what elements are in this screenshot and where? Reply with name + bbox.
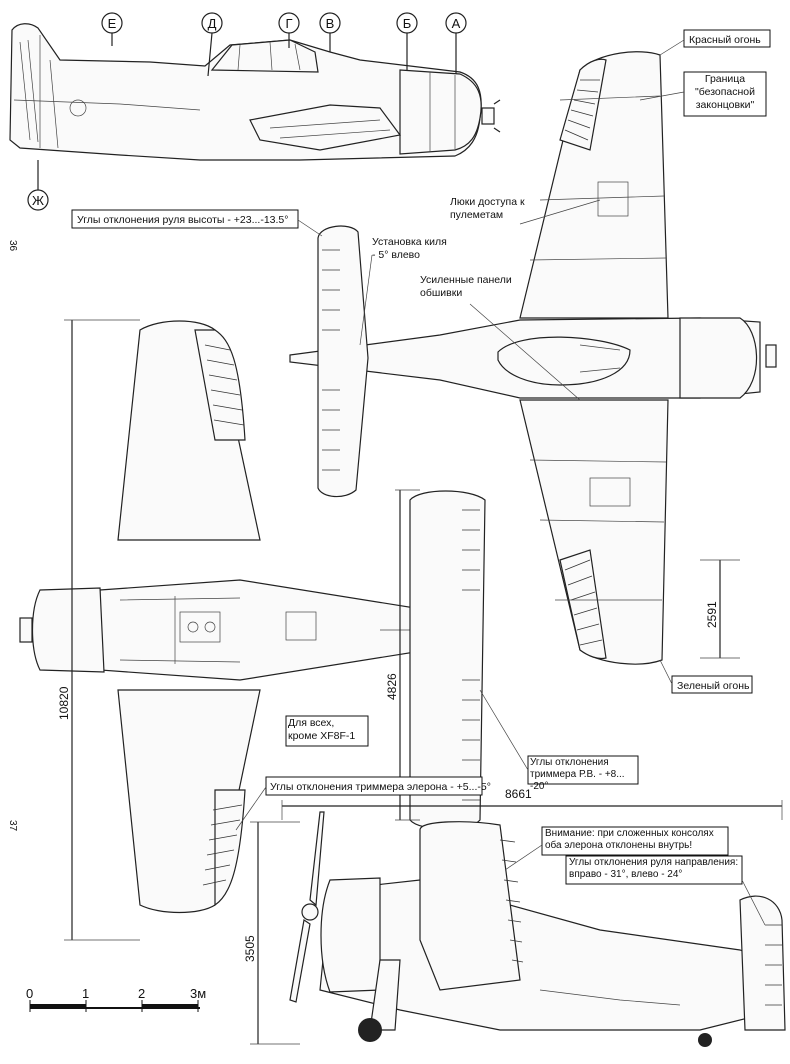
green-light-label: Зеленый огонь <box>677 680 750 692</box>
elevator-label: Углы отклонения руля высоты - +23...-13.… <box>77 214 288 226</box>
top-cowling <box>679 317 758 399</box>
safe-tip-label: Граница "безопасной законцовки" <box>694 73 756 111</box>
side-view <box>9 23 501 161</box>
top-gun-hatch <box>597 181 629 217</box>
callouts: Красный огонь Граница "безопасной законц… <box>71 29 771 926</box>
all-except-box <box>285 715 369 747</box>
folded-tail <box>739 895 786 1031</box>
side-cowling <box>399 69 482 155</box>
elevator-box <box>71 209 299 229</box>
top-stabilizer <box>317 225 369 498</box>
station-markers: Е Д Г В Б А Ж <box>27 12 467 211</box>
tail-span-value: 4826 <box>385 673 399 700</box>
red-light-box <box>683 29 771 48</box>
page-number-upper: 36 <box>7 240 18 252</box>
page-number-lower: 37 <box>7 820 18 832</box>
folded-wing <box>419 821 521 991</box>
fin-offset-label: Установка киля - 5° влево <box>372 236 447 261</box>
svg-text:Г: Г <box>285 16 292 31</box>
green-light-box <box>671 675 753 694</box>
tail-wheel <box>698 1033 712 1047</box>
plan-cowling <box>31 587 105 673</box>
plan-prop-hub <box>19 617 33 643</box>
side-wing <box>249 104 402 151</box>
elevator-trim-label: Углы отклонения триммера Р.В. - +8... -2… <box>530 757 625 792</box>
scale-bar: 0 1 2 3м <box>26 986 206 1012</box>
station-marker: Б <box>396 12 418 70</box>
half-span-value: 2591 <box>705 601 719 628</box>
folded-warning-label: Внимание: при сложенных консолях оба эле… <box>545 828 714 851</box>
wingspan-value: 10820 <box>57 686 71 720</box>
rudder-box <box>565 855 743 885</box>
red-light-label: Красный огонь <box>689 34 761 46</box>
svg-text:В: В <box>326 16 335 31</box>
station-marker: Ж <box>27 160 49 211</box>
scale-label: 2 <box>138 986 145 1001</box>
aileron-trim-box <box>265 776 483 796</box>
scale-label: 1 <box>82 986 89 1001</box>
main-wheel <box>358 1018 382 1042</box>
folded-warning-box <box>541 826 729 856</box>
side-prop-hub <box>481 107 495 125</box>
top-canopy <box>497 336 631 386</box>
safe-tip-box <box>683 71 767 117</box>
svg-text:Е: Е <box>108 16 117 31</box>
station-marker: А <box>445 12 467 74</box>
station-marker: Д <box>201 12 223 77</box>
svg-text:Д: Д <box>208 16 217 31</box>
top-view <box>289 51 777 665</box>
length-value: 8661 <box>505 787 532 801</box>
station-marker: Г <box>278 12 300 48</box>
top-prop-hub <box>765 344 777 368</box>
propeller-blade <box>309 811 325 907</box>
station-marker: В <box>319 12 341 52</box>
plan-view <box>19 320 486 914</box>
all-except-label: Для всех, кроме XF8F-1 <box>288 717 356 742</box>
scale-label: 0 <box>26 986 33 1001</box>
bottom-gun-hatch <box>589 477 631 507</box>
landing-gear <box>369 959 401 1031</box>
gun-hatch-label: Люки доступа к пулеметам <box>450 196 525 221</box>
reinforced-panels-label: Усиленные панели обшивки <box>420 274 512 299</box>
svg-text:Ж: Ж <box>32 193 44 208</box>
aileron-trim-label: Углы отклонения триммера элерона - +5...… <box>270 781 491 793</box>
height-value: 3505 <box>243 935 257 962</box>
station-marker: Е <box>101 12 123 46</box>
dimension-lines: 10820 4826 2591 8661 3505 <box>57 319 783 1045</box>
svg-text:Б: Б <box>403 16 412 31</box>
folded-view <box>289 811 786 1047</box>
folded-cowling <box>320 877 381 993</box>
scale-label: 3м <box>190 986 206 1001</box>
rudder-label: Углы отклонения руля направления: вправо… <box>569 857 739 880</box>
svg-text:А: А <box>452 16 461 31</box>
folded-prop-hub <box>301 903 319 921</box>
